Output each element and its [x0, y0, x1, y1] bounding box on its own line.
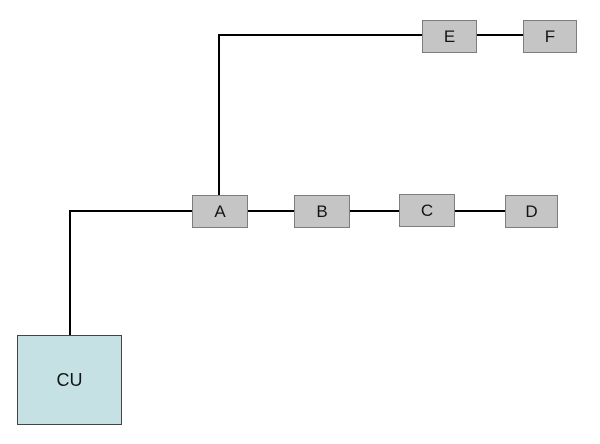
- node-e: E: [422, 20, 477, 53]
- edge-c-d: [455, 210, 505, 212]
- node-b: B: [294, 195, 350, 228]
- edge-b-c: [350, 210, 399, 212]
- edge-a-e-vertical: [218, 34, 220, 195]
- edge-cu-a-vertical: [69, 210, 71, 335]
- edge-a-e-horizontal: [218, 34, 422, 36]
- edge-cu-a-horizontal: [69, 210, 192, 212]
- node-cu: CU: [17, 335, 122, 425]
- node-c: C: [399, 194, 455, 227]
- node-a: A: [192, 195, 248, 228]
- node-f: F: [523, 20, 577, 53]
- node-d: D: [505, 195, 558, 228]
- edge-e-f: [477, 34, 523, 36]
- edge-a-b: [248, 210, 294, 212]
